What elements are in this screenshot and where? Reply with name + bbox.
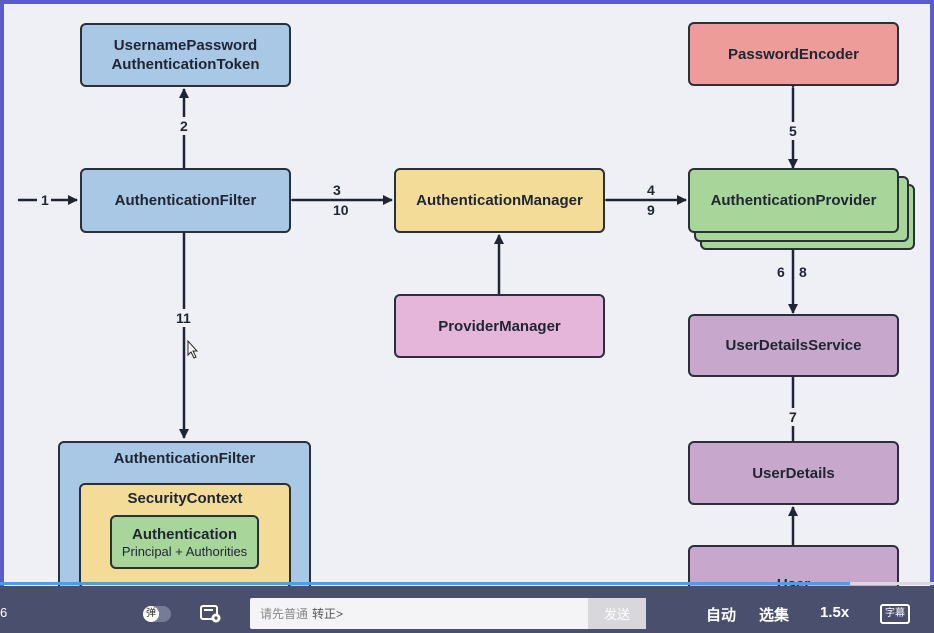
authentication-filter-box: AuthenticationFilter: [80, 168, 291, 233]
step-label-10: 10: [333, 202, 349, 218]
authentication-filter-label: AuthenticationFilter: [114, 192, 257, 209]
auto-quality-button[interactable]: 自动: [706, 607, 737, 624]
authentication-manager-label: AuthenticationManager: [416, 192, 583, 209]
step-label-9: 9: [647, 202, 655, 218]
danmaku-placeholder: 请先普通: [260, 607, 309, 621]
send-button[interactable]: 发送: [588, 598, 646, 629]
step-label-6: 6: [777, 264, 785, 280]
security-context-label: SecurityContext: [127, 490, 243, 507]
token-box-line2: AuthenticationToken: [111, 56, 260, 73]
danmaku-input[interactable]: 请先普通 转正>: [250, 598, 590, 629]
step-label-8: 8: [799, 264, 807, 280]
provider-manager-label: ProviderManager: [438, 317, 561, 335]
username-password-token-box: UsernamePassword AuthenticationToken: [80, 23, 291, 87]
authentication-label: Authentication: [132, 525, 237, 543]
danmaku-hint-link[interactable]: 转正>: [312, 607, 344, 621]
provider-manager-box: ProviderManager: [394, 294, 605, 358]
user-details-service-label: UserDetailsService: [725, 337, 862, 354]
step-label-1: 1: [41, 192, 49, 208]
step-label-5: 5: [789, 123, 797, 139]
authentication-manager-box: AuthenticationManager: [394, 168, 605, 233]
step-label-11: 11: [176, 310, 191, 326]
password-encoder-label: PasswordEncoder: [728, 45, 859, 63]
user-details-service-box: UserDetailsService: [688, 314, 899, 377]
episodes-button[interactable]: 选集: [759, 607, 790, 624]
authentication-provider-box: AuthenticationProvider: [688, 168, 899, 233]
playback-speed-button[interactable]: 1.5x: [820, 604, 850, 621]
step-label-2: 2: [180, 118, 188, 134]
subtitle-icon[interactable]: 字幕: [880, 604, 910, 624]
danmaku-toggle[interactable]: 弹: [143, 606, 171, 622]
user-details-box: UserDetails: [688, 441, 899, 505]
token-box-line1: UsernamePassword: [113, 37, 258, 54]
progress-bar-remaining[interactable]: [850, 582, 934, 585]
password-encoder-box: PasswordEncoder: [688, 22, 899, 86]
step-label-3: 3: [333, 182, 341, 198]
danmaku-toggle-knob: 弹: [143, 606, 159, 622]
filter-container-label: AuthenticationFilter: [113, 450, 256, 467]
step-label-4: 4: [647, 182, 655, 198]
principal-authorities-label: Principal + Authorities: [121, 543, 248, 559]
step-label-7: 7: [789, 409, 797, 425]
authentication-box: Authentication Principal + Authorities: [110, 515, 259, 569]
authentication-provider-label: AuthenticationProvider: [710, 192, 877, 209]
user-details-label: UserDetails: [752, 464, 835, 482]
danmaku-settings-icon[interactable]: [200, 604, 222, 624]
progress-bar-played[interactable]: [0, 582, 850, 585]
time-display: 6: [0, 605, 8, 620]
mouse-cursor-icon: [187, 339, 199, 359]
